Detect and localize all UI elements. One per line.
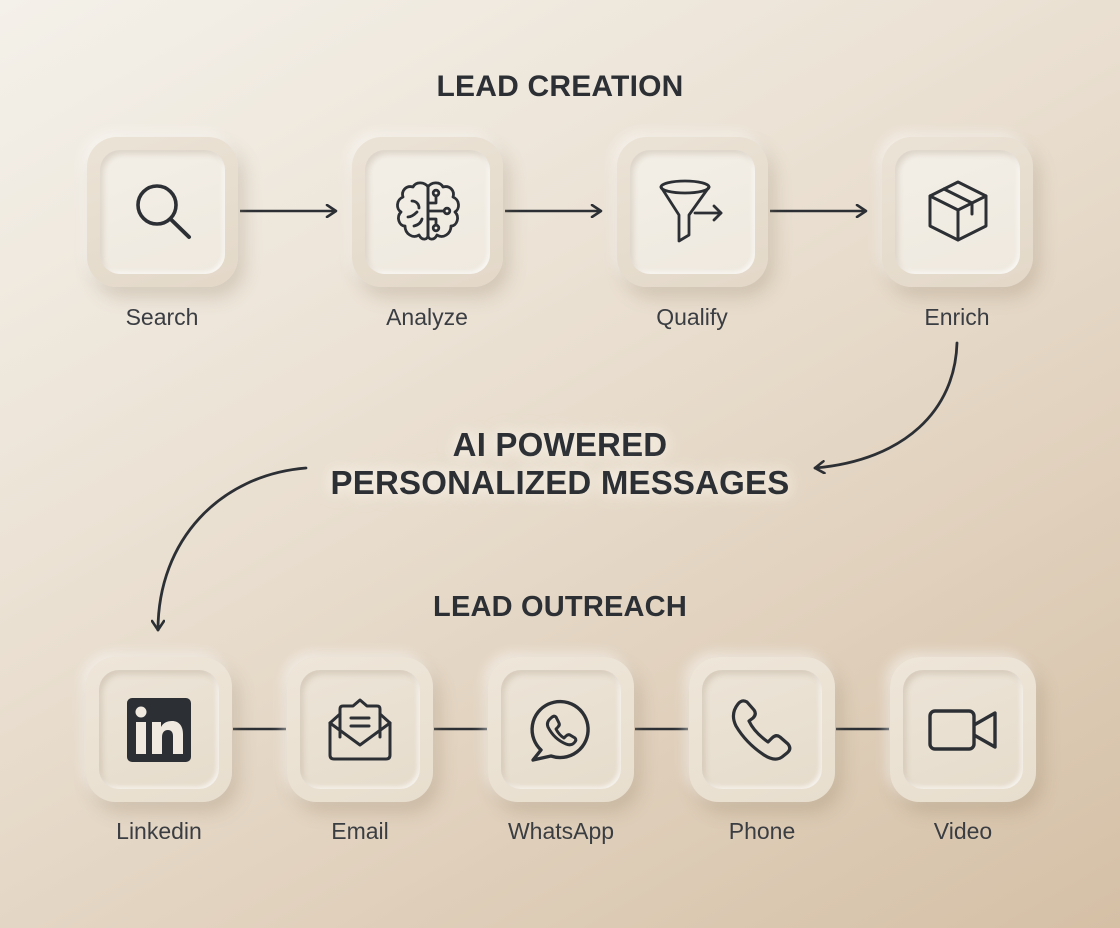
phone-icon [731,698,792,761]
lead-creation-heading: LEAD CREATION [436,70,684,103]
lead-outreach-heading: LEAD OUTREACH [433,591,687,623]
search-icon [135,184,191,239]
open-envelope-icon [328,698,392,760]
channel-phone-tile[interactable] [689,657,835,802]
step-qualify-label: Qualify [656,304,728,330]
brain-circuit-icon [395,181,460,241]
channel-video-label: Video [933,818,993,844]
channel-linkedin-tile[interactable] [86,657,232,802]
step-qualify-tile[interactable] [617,137,768,287]
channel-whatsapp-tile[interactable] [488,657,634,802]
video-camera-icon [928,708,997,751]
channel-whatsapp-label: WhatsApp [507,818,615,844]
linkedin-icon [127,697,191,762]
step-search-tile[interactable] [87,137,238,287]
channel-email-label: Email [331,818,389,844]
ai-heading-line-1: AI POWERED [452,426,668,463]
step-enrich-tile[interactable] [882,137,1033,287]
step-analyze-label: Analyze [386,304,468,330]
step-analyze-tile[interactable] [352,137,503,287]
ai-heading-line-2: PERSONALIZED MESSAGES [330,464,790,501]
whatsapp-icon [530,699,590,762]
box-icon [928,180,987,242]
channel-video-tile[interactable] [890,657,1036,802]
channel-phone-label: Phone [728,818,796,844]
channel-linkedin-label: Linkedin [116,818,202,844]
channel-email-tile[interactable] [287,657,433,802]
ai-personalized-messages-heading: AI POWERED PERSONALIZED MESSAGES [0,426,1120,502]
step-enrich-label: Enrich [924,304,990,330]
funnel-arrow-icon [659,179,722,243]
step-search-label: Search [125,304,199,330]
